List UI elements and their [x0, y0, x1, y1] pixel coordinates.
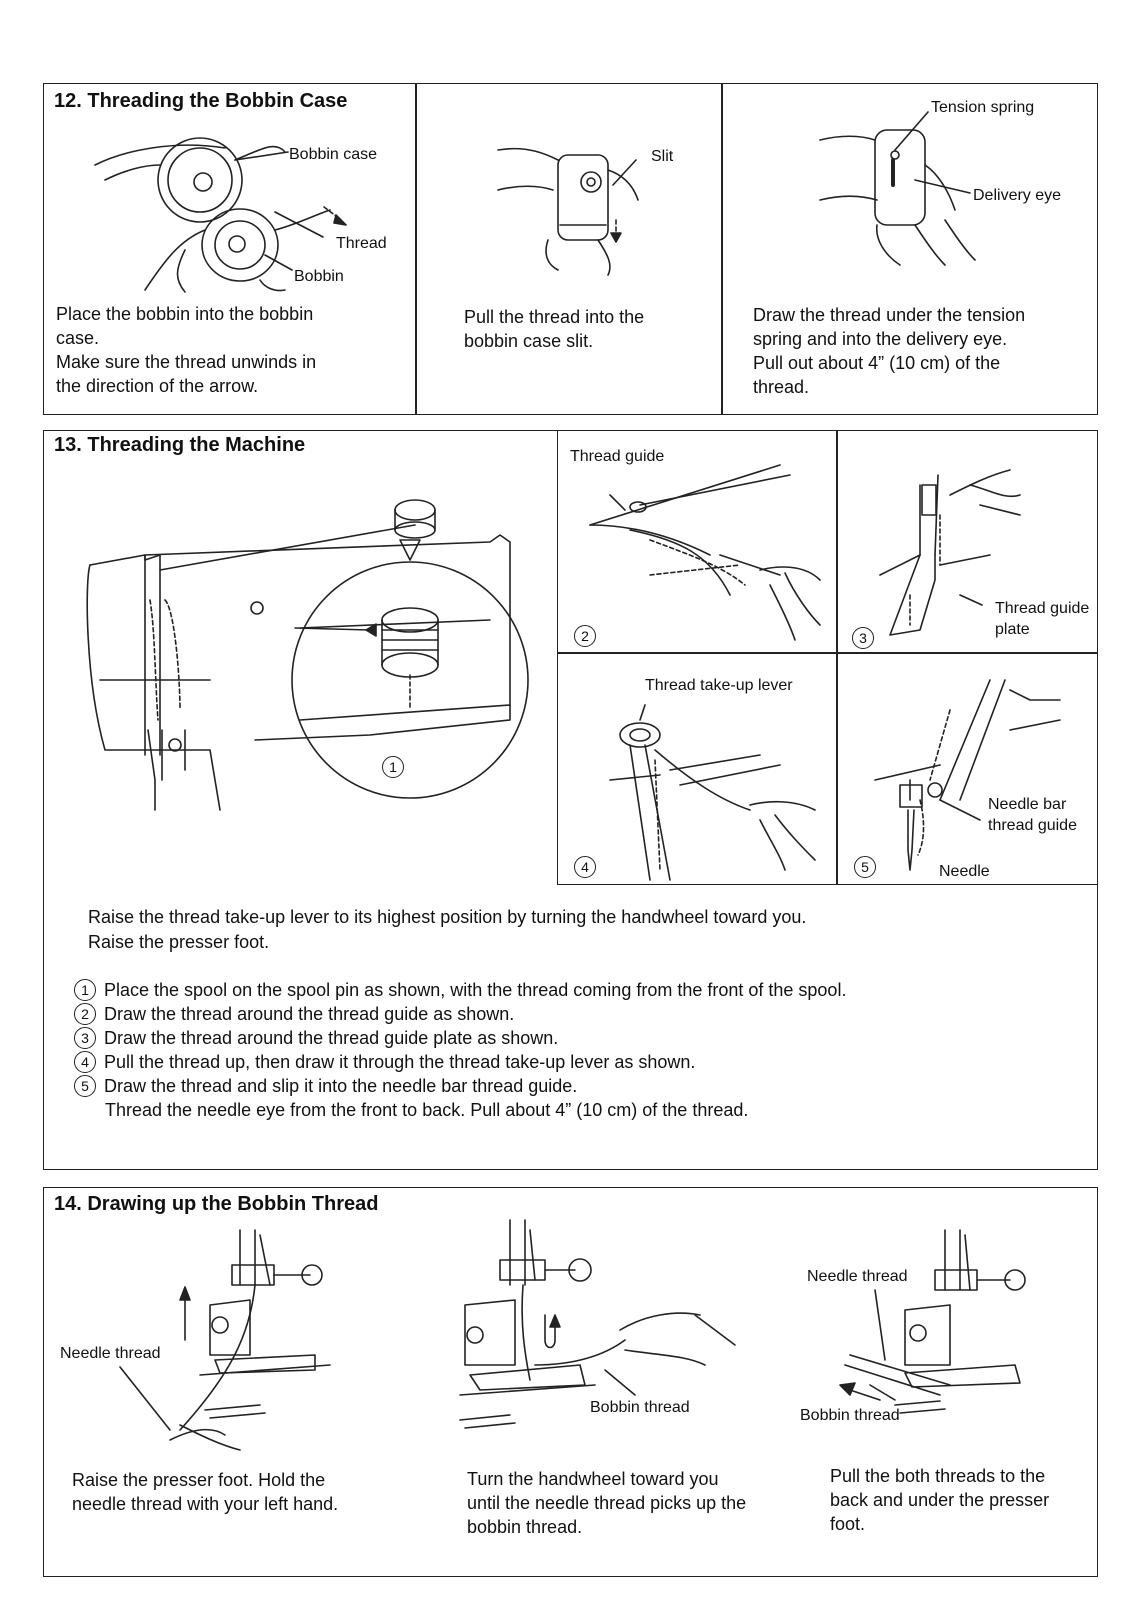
section-12-title: 12. Threading the Bobbin Case: [54, 90, 348, 112]
section-12-panel-1-text: Place the bobbin into the bobbin case. M…: [56, 304, 317, 396]
section-12-panel-3-text: Draw the thread under the tension spring…: [753, 305, 1026, 397]
label-slit: Slit: [651, 148, 674, 165]
step-text: Draw the thread around the thread guide …: [104, 1028, 559, 1048]
label-thread: Thread: [336, 235, 387, 252]
label-needle-thread-3: Needle thread: [807, 1268, 908, 1285]
section-14-title: 14. Drawing up the Bobbin Thread: [54, 1193, 379, 1215]
step-text: Place the spool on the spool pin as show…: [104, 980, 847, 1000]
thread-guide-illustration: [589, 464, 821, 641]
step-text: Draw the thread and slip it into the nee…: [104, 1076, 578, 1096]
figure-number-2: 2: [574, 625, 596, 647]
label-thread-guide-plate: Thread guide plate: [995, 600, 1090, 638]
bobbin-case-arrow-icon: [323, 206, 347, 226]
step-number: 4: [74, 1051, 96, 1073]
pull-threads-illustration: [839, 1229, 1026, 1414]
section-13-intro-line-2: Raise the presser foot.: [88, 932, 270, 952]
step-number: 3: [74, 1027, 96, 1049]
step-text: Draw the thread around the thread guide …: [104, 1004, 515, 1024]
handwheel-illustration: [459, 1219, 736, 1429]
figure-number-4: 4: [574, 856, 596, 878]
thread-guide-plate-illustration: [879, 469, 1021, 636]
label-needle-bar-thread-guide: Needle bar thread guide: [988, 796, 1077, 834]
label-bobbin-case: Bobbin case: [289, 146, 378, 163]
section-14-panel-1-text: Raise the presser foot. Hold the needle …: [72, 1470, 339, 1514]
step-1: 1 Place the spool on the spool pin as sho…: [74, 978, 846, 1002]
section-12-frame: [43, 83, 1098, 415]
step-2: 2 Draw the thread around the thread guide…: [74, 1002, 514, 1026]
section-12-divider-1: [415, 83, 417, 415]
section-13-figure-grid: [557, 430, 1098, 885]
needle-bar-thread-guide-illustration: [874, 679, 1061, 871]
section-14-frame: [43, 1187, 1098, 1577]
sewing-machine-illustration: [86, 499, 529, 811]
step-5: 5 Draw the thread and slip it into the ne…: [74, 1074, 577, 1098]
step-3: 3 Draw the thread around the thread guide…: [74, 1026, 558, 1050]
figure-number-3: 3: [852, 627, 874, 649]
figure-number-1: 1: [382, 756, 404, 778]
bobbin-case-slit-illustration: [497, 147, 639, 276]
section-14-panel-2-text: Turn the handwheel toward you until the …: [467, 1469, 747, 1537]
label-thread-guide: Thread guide: [570, 448, 665, 465]
section-13-grid-vertical: [836, 430, 838, 885]
take-up-lever-illustration: [609, 704, 816, 881]
section-12-divider-2: [721, 83, 723, 415]
label-delivery-eye: Delivery eye: [973, 187, 1062, 204]
label-bobbin-thread-3: Bobbin thread: [800, 1407, 900, 1424]
label-bobbin-thread-2: Bobbin thread: [590, 1399, 690, 1416]
label-needle: Needle: [939, 863, 990, 880]
step-number: 5: [74, 1075, 96, 1097]
section-13-grid-horizontal: [557, 652, 1098, 654]
bobbin-case-illustration: [94, 137, 331, 293]
raise-presser-foot-illustration: [169, 1229, 331, 1451]
bobbin-case-leaders: [234, 151, 324, 271]
section-14-panel-3-text: Pull the both threads to the back and un…: [830, 1466, 1050, 1534]
label-bobbin: Bobbin: [294, 268, 344, 285]
step-5-continued: Thread the needle eye from the front to …: [105, 1100, 749, 1120]
section-13-title: 13. Threading the Machine: [54, 434, 306, 456]
step-text: Pull the thread up, then draw it through…: [104, 1052, 696, 1072]
step-number: 1: [74, 979, 96, 1001]
step-number: 2: [74, 1003, 96, 1025]
label-tension-spring: Tension spring: [931, 99, 1035, 116]
figure-number-5: 5: [854, 856, 876, 878]
label-needle-thread-1: Needle thread: [60, 1345, 161, 1362]
step-4: 4 Pull the thread up, then draw it throug…: [74, 1050, 695, 1074]
section-13-intro-line-1: Raise the thread take-up lever to its hi…: [88, 907, 807, 927]
tension-spring-illustration: [819, 129, 976, 266]
label-take-up-lever: Thread take-up lever: [645, 677, 793, 694]
section-12-panel-2-text: Pull the thread into the bobbin case sli…: [464, 307, 645, 351]
tension-spring-leaders: [894, 111, 971, 194]
